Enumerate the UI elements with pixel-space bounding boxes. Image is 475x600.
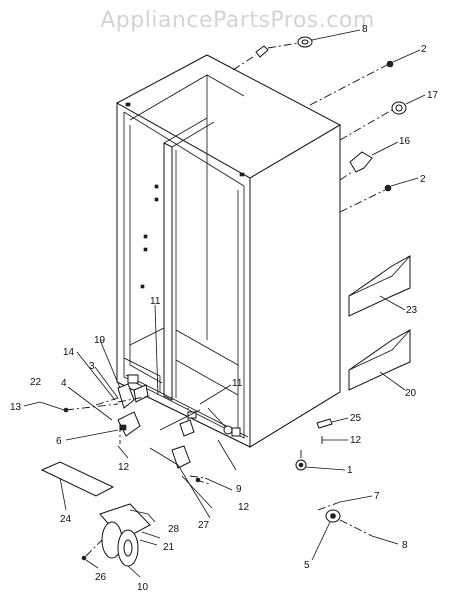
callout-6: 6 [56,436,62,447]
callout-8-bottom: 8 [402,540,408,551]
callout-19: 19 [94,335,106,346]
callout-24: 24 [60,514,72,525]
callout-16: 16 [399,136,411,147]
callout-5: 5 [304,560,310,571]
callout-28: 28 [168,524,180,535]
callout-26: 26 [95,572,107,583]
watermark: AppliancePartsPros.com [100,8,375,33]
callout-20: 20 [405,388,417,399]
callout-2-mid: 2 [420,174,426,185]
leveling-roller-assembly [295,417,399,561]
callout-11-upper: 11 [150,296,161,307]
center-hinge-assembly [117,304,237,519]
callout-12-right: 12 [350,435,362,446]
callout-12-left: 12 [118,462,130,473]
callout-4: 4 [61,378,67,389]
callout-10: 10 [137,582,149,593]
callout-9: 9 [236,484,242,495]
callout-2-top: 2 [421,44,427,55]
callout-3: 3 [89,361,95,372]
callout-12-center: 12 [238,502,250,513]
callout-labels: 8 2 17 16 2 23 20 25 12 1 7 8 5 11 11 19… [10,24,439,593]
callout-14: 14 [63,347,75,358]
callout-25: 25 [350,413,362,424]
callout-11-right: 11 [232,378,243,389]
callout-23: 23 [406,305,418,316]
callout-7: 7 [374,491,380,502]
callout-8-top: 8 [362,24,368,35]
refrigerator-cabinet [115,54,342,448]
callout-1: 1 [347,465,353,476]
hinge-bushing-assembly [232,29,426,213]
callout-27: 27 [198,520,210,531]
left-hinge-assembly [23,339,151,441]
kick-plate [40,461,115,511]
callout-21: 21 [163,542,175,553]
front-roller-assembly [81,503,161,578]
callout-13: 13 [10,402,22,413]
shelf-panels [348,255,411,391]
callout-17: 17 [427,90,439,101]
callout-22: 22 [30,377,42,388]
